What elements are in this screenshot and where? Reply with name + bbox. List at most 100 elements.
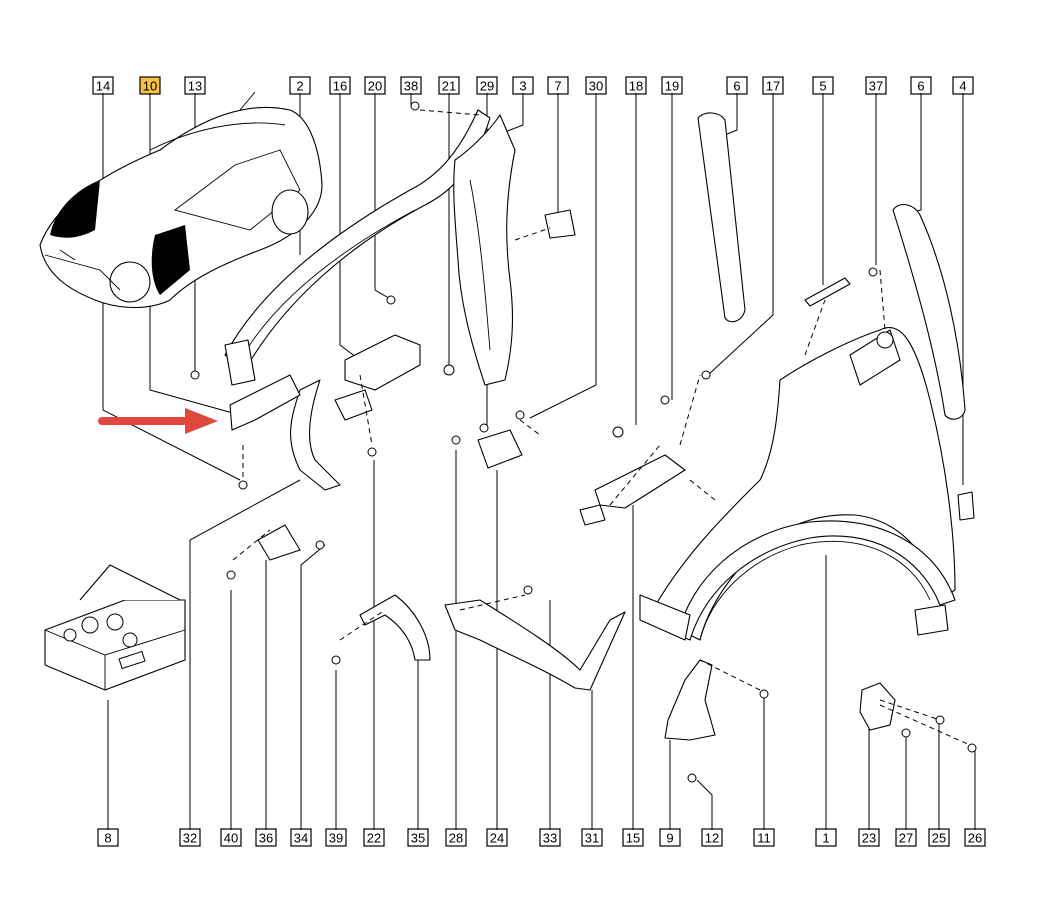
callout-21: 21 xyxy=(438,76,460,95)
callout-1: 1 xyxy=(815,828,837,847)
callout-14: 14 xyxy=(92,76,114,95)
bracket-assembly-15 xyxy=(579,426,686,526)
inner-fender-panel xyxy=(453,114,516,386)
callout-1-label: 1 xyxy=(822,831,829,846)
bracket-4 xyxy=(957,491,975,521)
bracket-23 xyxy=(859,682,896,731)
vehicle-overview-drawing xyxy=(39,91,323,308)
callout-5: 5 xyxy=(812,76,834,95)
callout-40: 40 xyxy=(220,828,242,847)
callout-11-label: 11 xyxy=(757,831,771,846)
callout-38-label: 38 xyxy=(404,79,418,94)
support-bar-32 xyxy=(229,374,341,491)
callout-34: 34 xyxy=(290,828,312,847)
wheel-arch-liner-left xyxy=(224,109,491,386)
bracket-9 xyxy=(664,659,716,741)
callout-18-label: 18 xyxy=(629,79,643,94)
callout-36: 36 xyxy=(255,828,277,847)
lower-bracket-35 xyxy=(359,594,431,661)
callout-15: 15 xyxy=(622,828,644,847)
pointer-arrow xyxy=(98,408,218,434)
callout-27-label: 27 xyxy=(899,831,913,846)
hardware-kit-box xyxy=(44,564,186,691)
callout-24-label: 24 xyxy=(490,831,504,846)
callout-17: 17 xyxy=(762,76,784,95)
bracket-36 xyxy=(257,524,301,561)
callout-22: 22 xyxy=(363,828,385,847)
callout-28-label: 28 xyxy=(449,831,463,846)
moulding-5 xyxy=(804,277,851,307)
callout-37: 37 xyxy=(865,76,887,95)
callout-40-label: 40 xyxy=(224,831,238,846)
callout-27: 27 xyxy=(895,828,917,847)
callout-6a: 6 xyxy=(726,76,748,95)
callout-24: 24 xyxy=(486,828,508,847)
callout-17-label: 17 xyxy=(766,79,780,94)
callout-22-label: 22 xyxy=(367,831,381,846)
callout-7: 7 xyxy=(547,76,569,95)
callout-34-label: 34 xyxy=(294,831,308,846)
callout-18: 18 xyxy=(625,76,647,95)
callout-31-label: 31 xyxy=(585,831,599,846)
callout-26: 26 xyxy=(964,828,986,847)
callout-37-label: 37 xyxy=(869,79,883,94)
callout-30: 30 xyxy=(585,76,607,95)
callout-13-label: 13 xyxy=(188,79,202,94)
callout-10-label: 10 xyxy=(143,79,157,94)
callout-21-label: 21 xyxy=(442,79,456,94)
callout-9: 9 xyxy=(659,828,681,847)
callout-32-label: 32 xyxy=(183,831,197,846)
callout-4-label: 4 xyxy=(959,79,966,94)
bracket-24 xyxy=(451,423,523,469)
callout-20: 20 xyxy=(364,76,386,95)
callout-11: 11 xyxy=(753,828,775,847)
callout-16-label: 16 xyxy=(333,79,347,94)
callout-2: 2 xyxy=(289,76,311,95)
callout-33-label: 33 xyxy=(543,831,557,846)
callout-12-label: 12 xyxy=(705,831,719,846)
callout-10: 10 xyxy=(139,76,161,95)
callout-20-label: 20 xyxy=(368,79,382,94)
callout-15-label: 15 xyxy=(626,831,640,846)
callout-6b-label: 6 xyxy=(917,79,924,94)
callout-6a-label: 6 xyxy=(733,79,740,94)
callout-7-label: 7 xyxy=(554,79,561,94)
callout-26-label: 26 xyxy=(968,831,982,846)
callout-25-label: 25 xyxy=(932,831,946,846)
callout-16: 16 xyxy=(329,76,351,95)
callout-32: 32 xyxy=(179,828,201,847)
callout-3-label: 3 xyxy=(519,79,526,94)
callout-29: 29 xyxy=(476,76,498,95)
fasteners xyxy=(190,101,977,783)
callout-38: 38 xyxy=(400,76,422,95)
callout-13: 13 xyxy=(184,76,206,95)
callout-36-label: 36 xyxy=(259,831,273,846)
callout-35-label: 35 xyxy=(411,831,425,846)
bracket-assembly-16 xyxy=(334,334,421,446)
front-fender-panel xyxy=(639,327,956,641)
callout-8: 8 xyxy=(97,828,119,847)
callout-33: 33 xyxy=(539,828,561,847)
trim-strip-6-right xyxy=(892,204,966,420)
callout-23-label: 23 xyxy=(862,831,876,846)
callout-35: 35 xyxy=(407,828,429,847)
callout-30-label: 30 xyxy=(589,79,603,94)
callout-12: 12 xyxy=(701,828,723,847)
callout-23: 23 xyxy=(858,828,880,847)
callout-29-label: 29 xyxy=(480,79,494,94)
callout-19-label: 19 xyxy=(665,79,679,94)
trim-strip-6-left xyxy=(697,112,746,323)
callout-19: 19 xyxy=(661,76,683,95)
callout-4: 4 xyxy=(952,76,974,95)
lower-rail-31 xyxy=(444,599,626,691)
callout-9-label: 9 xyxy=(666,831,673,846)
callout-28: 28 xyxy=(445,828,467,847)
callout-25: 25 xyxy=(928,828,950,847)
callout-31: 31 xyxy=(581,828,603,847)
callout-39-label: 39 xyxy=(329,831,343,846)
callout-8-label: 8 xyxy=(104,831,111,846)
small-bracket-7 xyxy=(544,209,576,239)
